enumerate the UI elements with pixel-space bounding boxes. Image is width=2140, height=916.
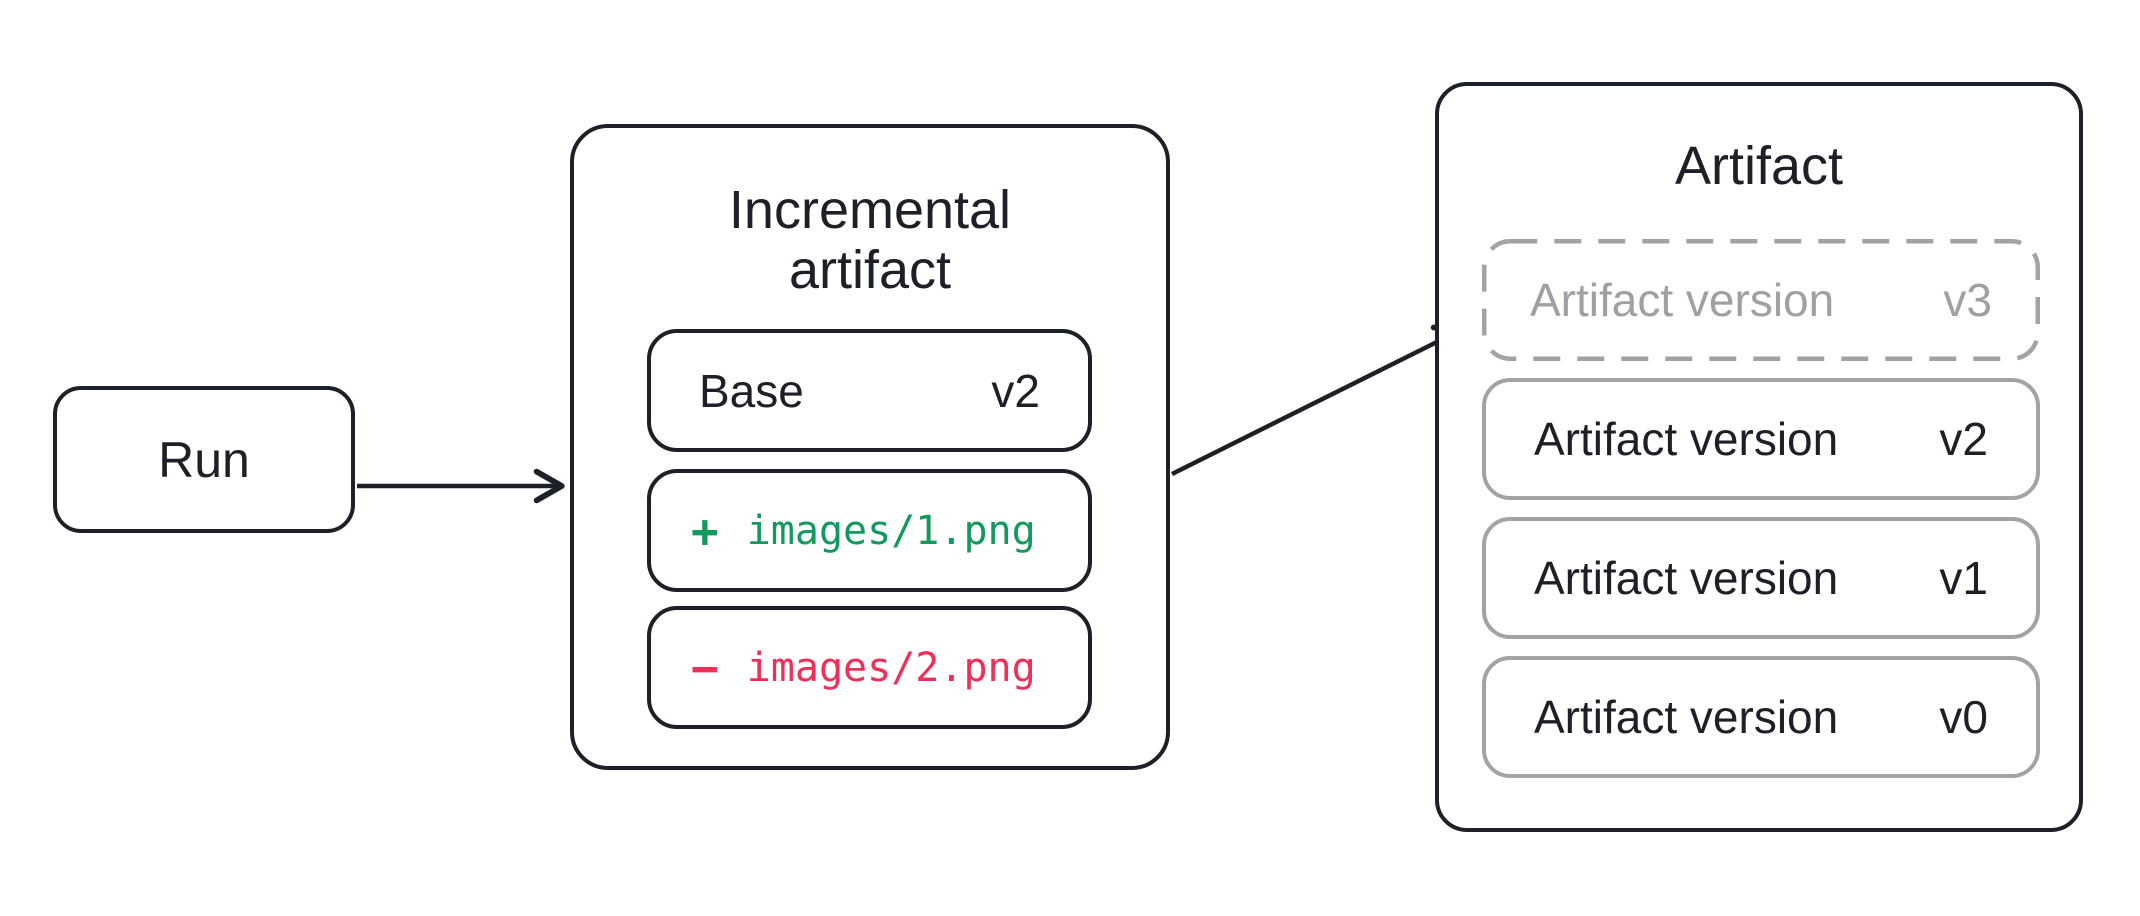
artifact-version-number: v1	[1939, 552, 1988, 604]
minus-icon: −	[691, 640, 719, 695]
run-node: Run	[53, 386, 355, 533]
plus-icon: +	[691, 503, 719, 558]
added-file-path: images/1.png	[746, 507, 1036, 554]
artifact-version-label: Artifact version	[1534, 413, 1839, 465]
artifact-version-row-v3-pending: Artifact version v3	[1482, 239, 2040, 361]
artifact-version-number: v0	[1939, 691, 1988, 743]
base-label: Base	[699, 364, 804, 417]
artifact-title: Artifact	[1674, 136, 1844, 196]
incremental-title-line-1: Incremental	[728, 180, 1012, 240]
artifact-version-number: v2	[1939, 413, 1988, 465]
artifact-version-label: Artifact version	[1534, 552, 1839, 604]
added-file-chip: + images/1.png	[647, 469, 1092, 592]
base-version-chip: Base v2	[647, 329, 1092, 452]
incremental-artifact-title: Incremental artifact	[574, 180, 1166, 300]
artifact-version-row-v2: Artifact version v2	[1482, 378, 2040, 500]
incremental-to-artifact-arrow	[1170, 324, 1466, 477]
artifact-version-label: Artifact version	[1530, 274, 1835, 326]
artifact-version-row-v0: Artifact version v0	[1482, 656, 2040, 778]
removed-file-path: images/2.png	[746, 644, 1036, 691]
artifact-version-row-v1: Artifact version v1	[1482, 517, 2040, 639]
removed-file-chip: − images/2.png	[647, 606, 1092, 729]
incremental-title-line-2: artifact	[788, 240, 952, 300]
base-version: v2	[991, 364, 1040, 417]
artifact-version-number: v3	[1943, 274, 1992, 326]
artifact-panel: Artifact Artifact version v3 Artifact ve…	[1435, 82, 2083, 832]
incremental-artifact-panel: Incremental artifact Base v2 + images/1.…	[570, 124, 1170, 770]
artifact-version-label: Artifact version	[1534, 691, 1839, 743]
run-label: Run	[158, 431, 250, 488]
